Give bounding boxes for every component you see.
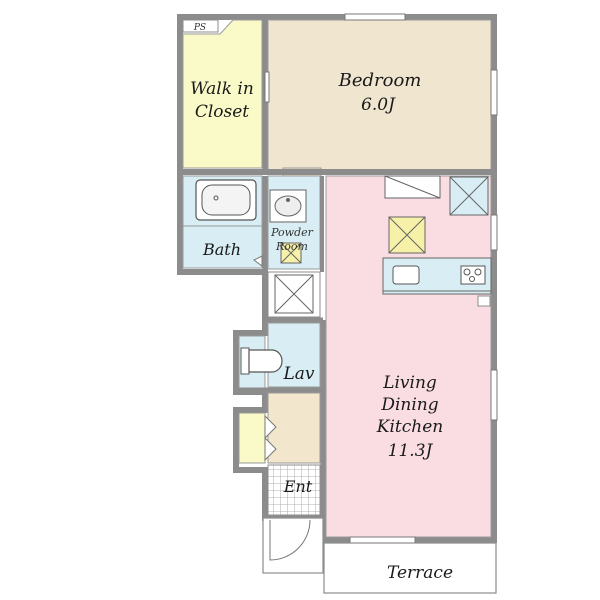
terrace (323, 542, 497, 594)
pantry-x-icon (449, 176, 489, 216)
ps-box (182, 19, 219, 33)
storage-x-icon (274, 274, 314, 314)
closet-label-line1: Walk in (190, 79, 254, 99)
toilet-bowl-icon (248, 349, 283, 373)
sink-basin-icon (274, 195, 302, 217)
bathtub-drain (213, 195, 219, 201)
lav-label: Lav (282, 364, 314, 384)
burner-2-icon (474, 268, 482, 276)
bath-label: Bath (202, 240, 241, 259)
terrace-label: Terrace (387, 563, 453, 583)
powder-room-label-line1: Powder (270, 226, 314, 239)
bath-door-marker (253, 255, 263, 267)
entrance-label: Ent (283, 477, 313, 496)
range-hood-x-icon (388, 216, 426, 254)
ldk-label-line1: Living (382, 373, 437, 393)
bathtub-inner (201, 184, 251, 216)
washer-x-icon (280, 242, 302, 264)
stove-icon (460, 265, 486, 285)
shoe-closet (238, 412, 266, 464)
closet-label-line2: Closet (195, 102, 249, 122)
burner-1-icon (463, 268, 471, 276)
shoe-closet-door-2 (264, 436, 277, 462)
kitchen-sink-icon (392, 265, 420, 285)
entrance-door-swing (269, 519, 311, 561)
hall (267, 392, 321, 464)
walk-in-closet (182, 19, 263, 169)
sink-tap-icon (286, 198, 290, 202)
powder-room-label-line2: Room (275, 240, 308, 253)
ldk-size: 11.3J (388, 441, 434, 461)
shoe-closet-door-1 (264, 414, 277, 440)
refrigerator-diagonal (384, 175, 441, 199)
bedroom-label: Bedroom (338, 70, 422, 91)
burner-3-icon (469, 276, 475, 282)
ldk-label-line3: Kitchen (376, 417, 443, 437)
ldk-label-line2: Dining (380, 395, 438, 415)
ps-label: PS (193, 23, 206, 33)
windows (264, 13, 498, 544)
ldk-pillar (477, 295, 491, 307)
porch (262, 517, 324, 574)
bedroom-size: 6.0J (361, 95, 396, 115)
entrance (267, 464, 321, 516)
toilet-tank-icon (240, 347, 250, 375)
